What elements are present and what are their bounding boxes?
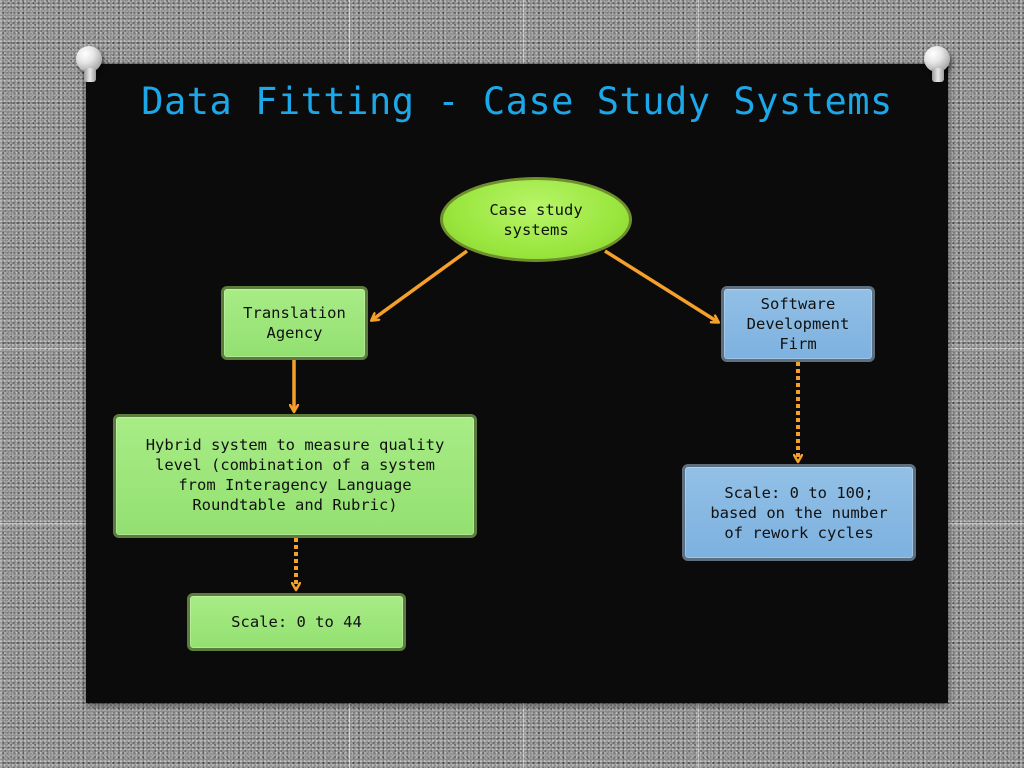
node-scale-0-44: Scale: 0 to 44 xyxy=(187,593,406,651)
pushpin-right-icon xyxy=(924,46,950,82)
arrow-root-to-software xyxy=(604,249,718,322)
pushpin-left-icon xyxy=(76,46,102,82)
node-hybrid-quality-system: Hybrid system to measure quality level (… xyxy=(113,414,477,538)
root-node-label: Case study systems xyxy=(489,200,583,239)
node-translation-agency: Translation Agency xyxy=(221,286,368,360)
slide-title: Data Fitting - Case Study Systems xyxy=(141,80,893,123)
software-firm-label: Software Development Firm xyxy=(746,295,850,353)
root-node-case-study-systems: Case study systems xyxy=(440,177,632,262)
scale-44-label: Scale: 0 to 44 xyxy=(231,613,362,631)
translation-agency-label: Translation Agency xyxy=(243,304,346,342)
hybrid-system-label: Hybrid system to measure quality level (… xyxy=(145,436,445,514)
arrow-root-to-translation xyxy=(372,249,469,320)
scale-100-label: Scale: 0 to 100; based on the number of … xyxy=(710,483,888,542)
node-software-development-firm: Software Development Firm xyxy=(721,286,875,362)
node-scale-0-100: Scale: 0 to 100; based on the number of … xyxy=(682,464,916,561)
